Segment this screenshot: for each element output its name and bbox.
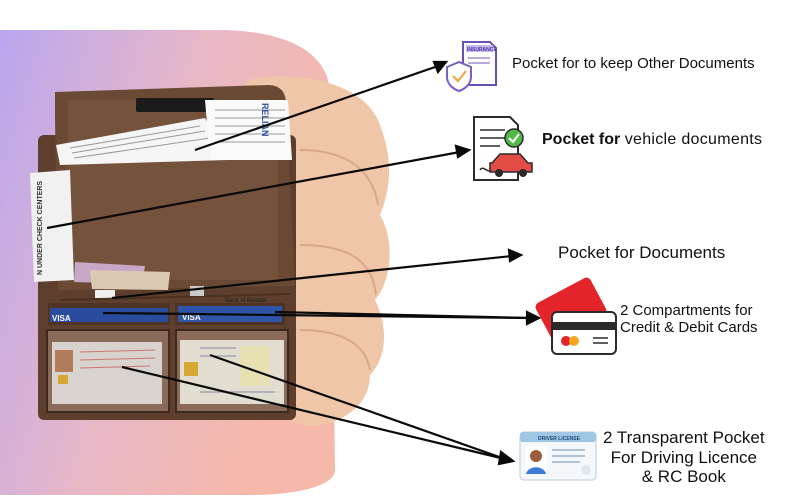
callout-cards-line1: 2 Compartments for [620,302,753,319]
driver-license-icon: DRIVER LICENSE [519,431,597,481]
insurance-badge: INSURANCE [467,47,497,53]
callout-cards-line2: Credit & Debit Cards [620,319,758,337]
callout-licence-line3: & RC Book [641,467,726,487]
callout-documents: Pocket for Documents [558,243,726,262]
callout-other-documents: Pocket for to keep Other Documents [512,55,755,72]
callout-vehicle-documents: Pocket for vehicle documents [542,131,762,149]
wallet: RELIAN N UNDER CHECK CENTERS VISA VISA B… [30,85,296,420]
reliance-print: RELIAN [260,103,270,137]
callout-licence-line2: For Driving Licence [610,447,758,467]
credit-cards-icon [535,277,617,355]
visa-mark-right: VISA [182,313,201,322]
vehicle-document-icon [473,116,533,181]
callout-card-compartments: 2 Compartments for Credit & Debit Cards [620,302,758,337]
visa-mark-left: VISA [52,314,71,323]
pointer-arrows [46,60,542,466]
callout-transparent-pockets: 2 Transparent Pocket For Driving Licence… [603,428,765,487]
callout-licence-line1: 2 Transparent Pocket [603,428,765,447]
license-card-title: DRIVER LICENSE [538,436,581,442]
callout-vehicle-suffix: vehicle documents [624,131,763,148]
insurance-document-icon: INSURANCE [446,41,497,93]
check-centers-print: N UNDER CHECK CENTERS [37,181,44,275]
bank-name-print: Bank of Baroda [225,298,267,304]
callout-vehicle-prefix: Pocket for [542,131,621,148]
